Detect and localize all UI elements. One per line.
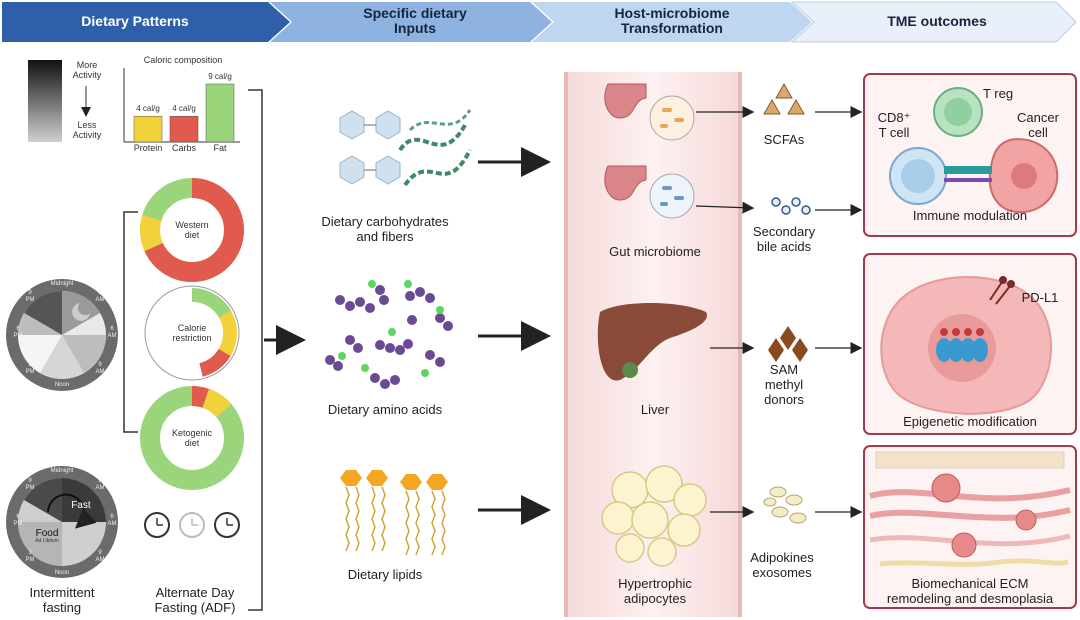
clock1-midnight: Midnight: [50, 281, 74, 287]
diet-label-western: Western diet: [175, 220, 209, 240]
clock2-6pm: 6 PM: [13, 514, 23, 527]
pdl1-icon: [989, 276, 1015, 305]
intermittent-fasting-label: Intermittent fasting: [29, 585, 95, 615]
clock2-food-label: Food: [35, 528, 59, 539]
header-dietary-patterns: Dietary Patterns: [81, 12, 189, 29]
bile-acid-icon: [771, 197, 811, 215]
cancer-cell-label: Cancer cell: [1017, 110, 1059, 140]
adipokine-icon: [763, 486, 807, 524]
caloric-chart-title: Caloric composition: [143, 55, 223, 65]
chevron-tme-outcomes: [790, 1, 1077, 43]
header-specific-inputs: Specific dietary Inputs: [363, 5, 467, 36]
header-host-microbiome: Host-microbiome Transformation: [614, 5, 730, 36]
clock2-9am: 9 AM: [95, 550, 105, 563]
clock2-3am: 3 AM: [95, 478, 105, 491]
clock2-midnight: Midnight: [50, 468, 74, 474]
scfa-icon: [763, 82, 805, 115]
gut-icon: [604, 83, 695, 219]
clock2-6am: 6 AM: [107, 514, 117, 527]
gut-microbiome-label: Gut microbiome: [609, 244, 701, 259]
activity-top-label: More Activity: [72, 60, 102, 80]
amino-acid-icon: [325, 280, 453, 389]
donut-western: [140, 178, 244, 282]
liver-label: Liver: [640, 402, 670, 417]
clock2-food-sub: Ad Libitum: [35, 538, 59, 544]
adipocyte-icon: [601, 465, 707, 567]
adf-clock-2: [179, 512, 205, 538]
input-label-lipids: Dietary lipids: [347, 567, 423, 582]
treg-label: T reg: [982, 86, 1014, 101]
header-chevrons: [2, 1, 1077, 43]
pdl1-label: PD-L1: [1021, 290, 1059, 305]
sam-icon: [768, 326, 808, 362]
adf-clock-3: [214, 512, 240, 538]
adipokines-label: Adipokines exosomes: [750, 550, 814, 580]
chevron-specific-inputs: [270, 2, 552, 42]
chevron-dietary-patterns: [2, 2, 290, 42]
clock2-fast-label: Fast: [71, 500, 91, 511]
clock1-9am: 9 AM: [95, 362, 105, 375]
epigenetic-label: Epigenetic modification: [903, 414, 1037, 429]
clock-alternate-day: [6, 279, 118, 391]
clock1-9pm: 9 PM: [25, 290, 35, 303]
input-label-amino-acids: Dietary amino acids: [327, 402, 443, 417]
frame-ecm: [863, 445, 1077, 609]
clock2-9pm: 9 PM: [25, 478, 35, 491]
clock1-6pm: 6 PM: [13, 326, 23, 339]
activity-bottom-label: Less Activity: [72, 120, 102, 140]
lipid-icon: [340, 470, 448, 556]
donut-ketogenic: [140, 386, 244, 490]
bar-carbs: [169, 115, 199, 143]
header-tme-outcomes: TME outcomes: [887, 12, 987, 29]
bar-fat: [205, 83, 235, 143]
diet-bracket-right: [248, 89, 263, 611]
clock2-3pm: 3 PM: [25, 550, 35, 563]
input-label-carbs: Dietary carbohydrates and fibers: [321, 214, 449, 244]
liver-icon: [597, 303, 708, 381]
immune-modulation-label: Immune modulation: [912, 208, 1028, 223]
sam-label: SAM methyl donors: [764, 362, 804, 407]
bar-value-label-fat: 9 cal/g: [208, 72, 232, 81]
bile-acid-label: Secondary bile acids: [752, 224, 816, 254]
clock1-6am: 6 AM: [107, 326, 117, 339]
bar-category-label-protein: Protein: [133, 143, 163, 153]
adf-clock-1: [144, 512, 170, 538]
ecm-label: Biomechanical ECM remodeling and desmopl…: [886, 576, 1054, 606]
scfa-label: SCFAs: [763, 132, 805, 147]
arrow-gut-bile: [695, 201, 755, 214]
carbohydrate-icon: [339, 109, 472, 187]
clock1-3pm: 3 PM: [25, 362, 35, 375]
bar-protein: [133, 115, 163, 143]
diet-label-ketogenic: Ketogenic diet: [171, 428, 213, 448]
bar-category-label-fat: Fat: [213, 143, 227, 153]
bar-value-label-carbs: 4 cal/g: [172, 104, 196, 114]
adipocytes-label: Hypertrophic adipocytes: [618, 576, 692, 606]
diet-label-calorie-restriction: Calorie restriction: [172, 323, 212, 343]
clock1-3am: 3 AM: [95, 290, 105, 303]
clock1-noon: Noon: [54, 382, 70, 388]
activity-gradient-bar: [28, 60, 62, 142]
chevron-host-microbiome: [532, 2, 812, 42]
diet-bracket-left: [123, 211, 138, 433]
dna-icon: [936, 328, 988, 362]
donut-calorie-restriction: [144, 285, 240, 381]
caloric-bars: [133, 83, 235, 143]
clock2-noon: Noon: [54, 570, 70, 576]
receptor-complex: [944, 166, 992, 174]
clock-intermittent: [6, 466, 118, 578]
ecm-illustration: [869, 451, 1071, 567]
bar-value-label-protein: 4 cal/g: [136, 104, 160, 114]
cd8-label: CD8⁺ T cell: [877, 110, 911, 140]
bar-category-label-carbs: Carbs: [171, 143, 196, 153]
adf-label: Alternate Day Fasting (ADF): [154, 585, 236, 615]
